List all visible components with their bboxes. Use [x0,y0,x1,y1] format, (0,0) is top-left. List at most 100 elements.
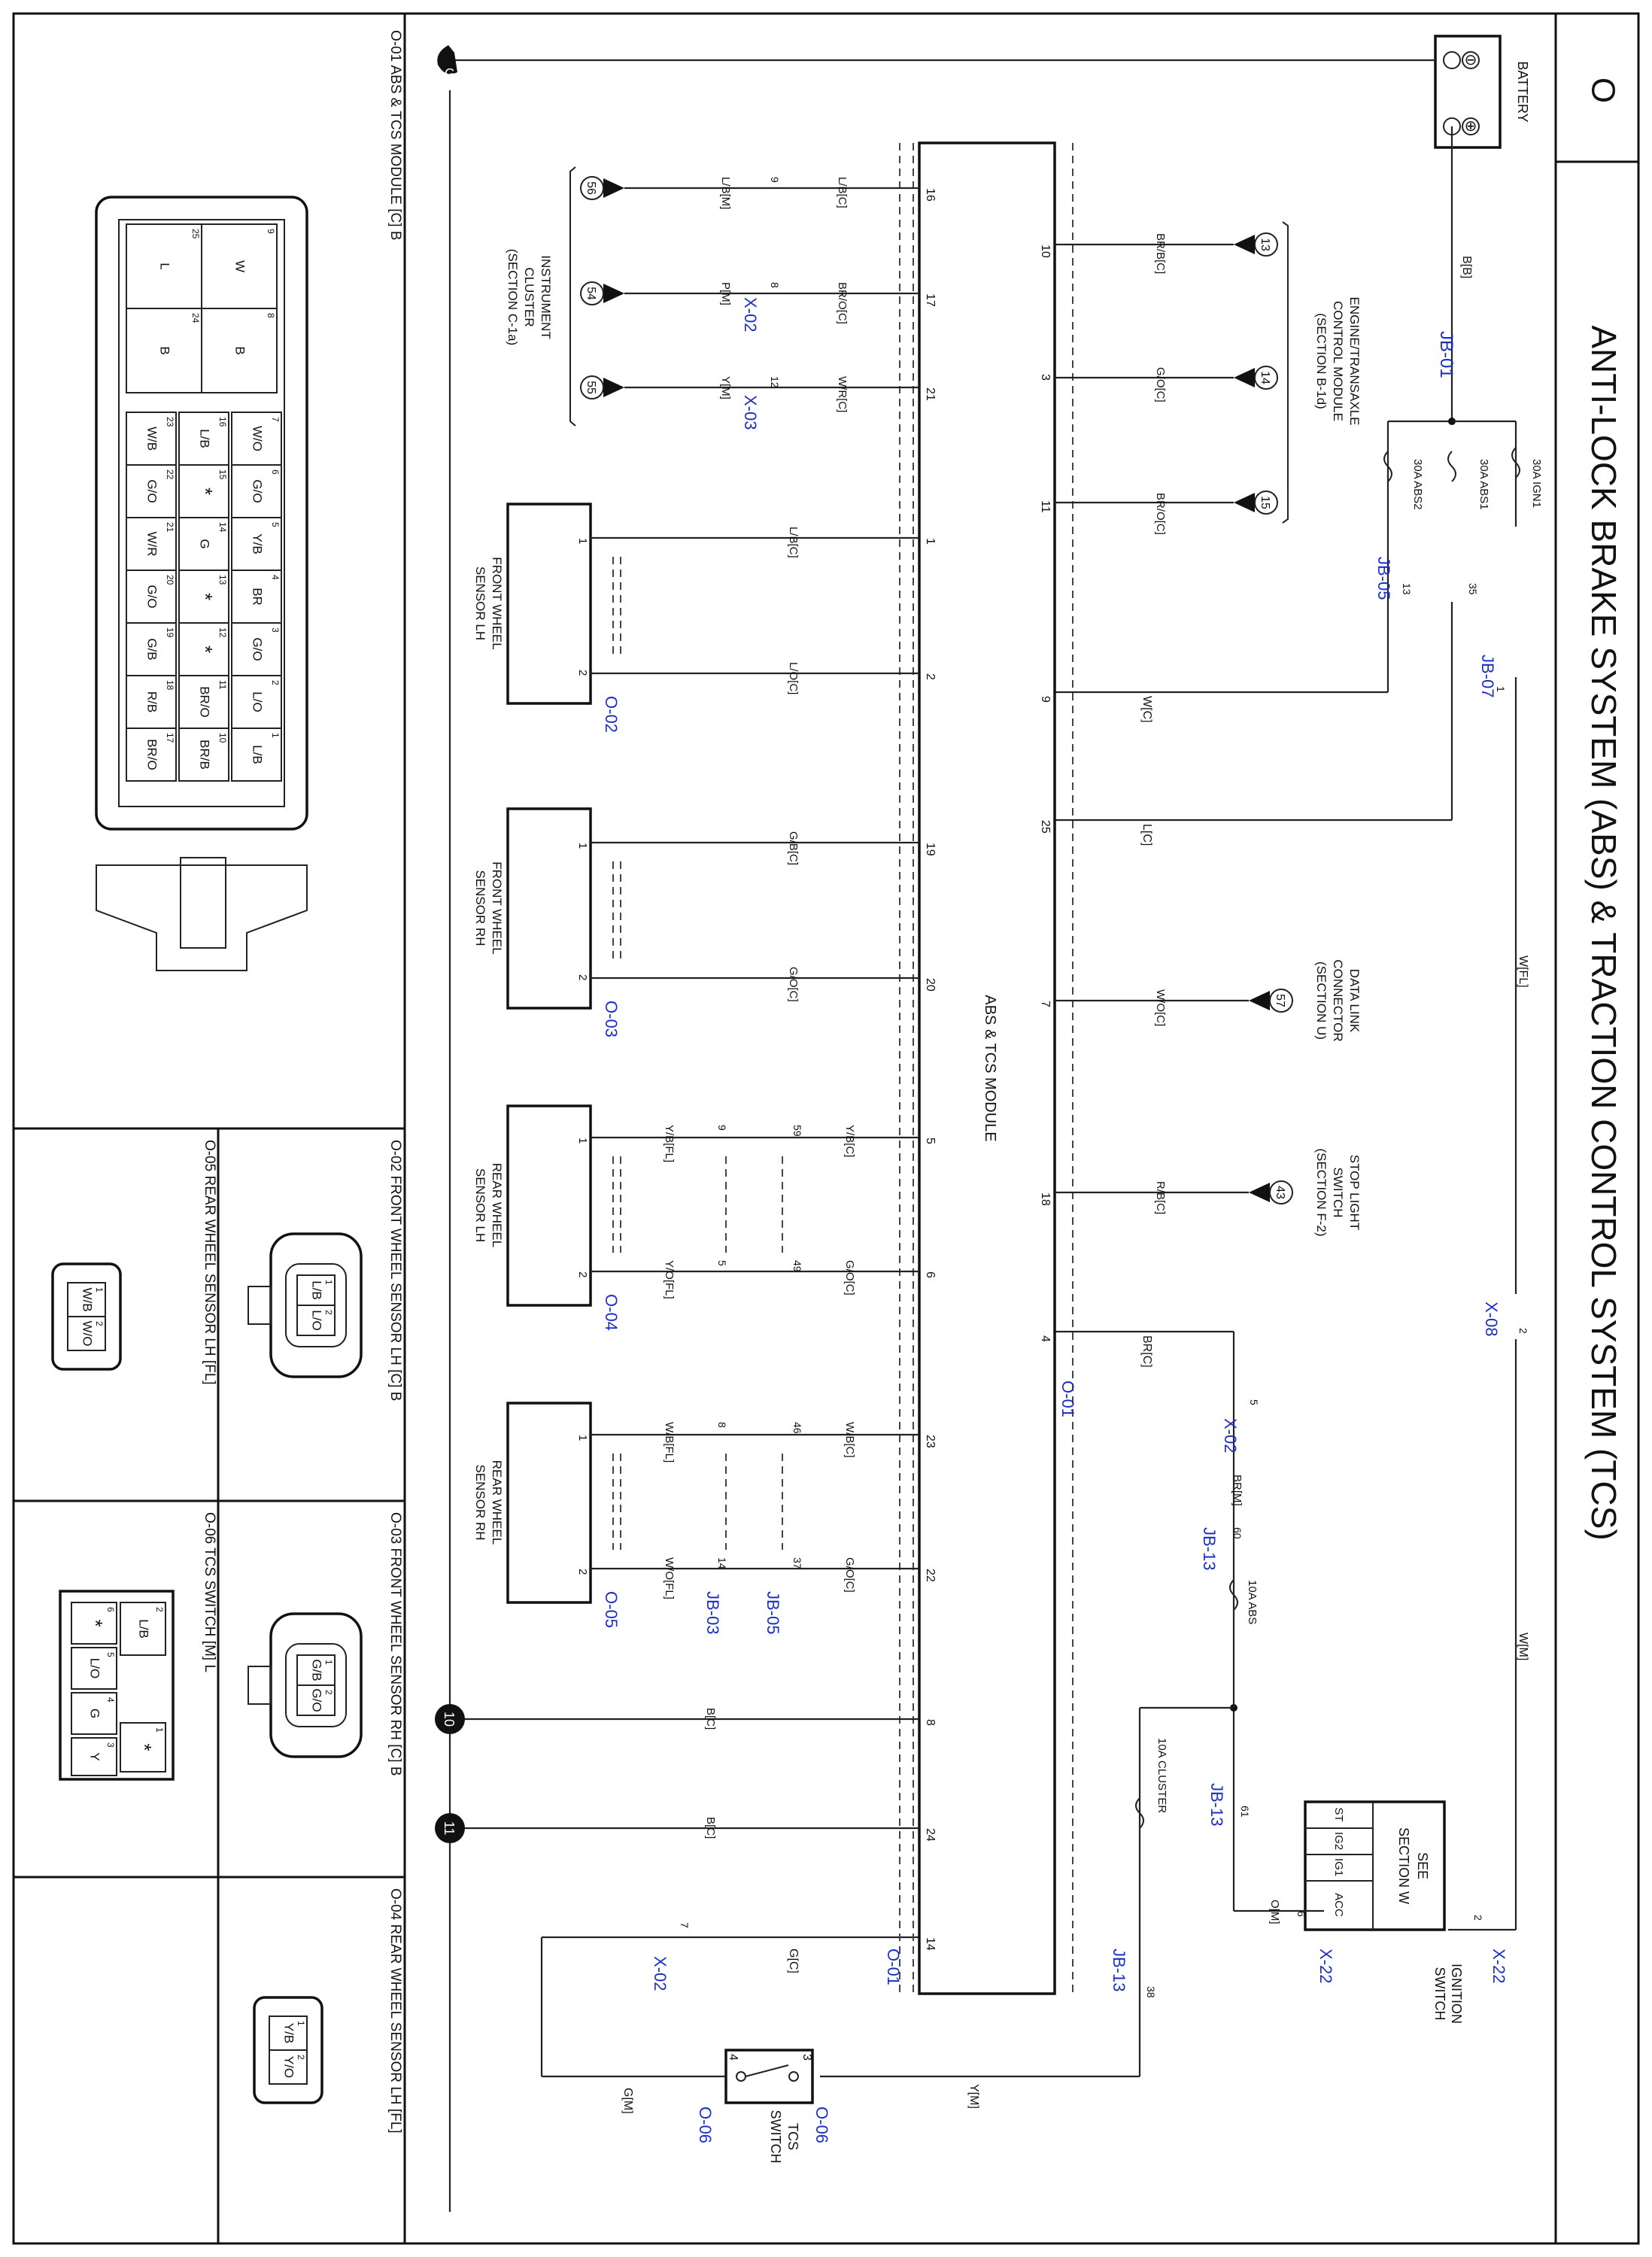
panel-o04-label: O-04 REAR WHEEL SENSOR LH [FL] [387,1888,403,2134]
svg-text:R/B[C]: R/B[C] [1154,1181,1167,1214]
battery-plus-icon: ⊕ [1465,118,1477,135]
fuse-30a-abs2: 30A ABS2 [1411,459,1424,510]
svg-text:12: 12 [769,376,781,388]
abs-tcs-module [918,141,1056,1995]
pin-color: G/O [145,585,159,608]
section-letter: O [1584,77,1621,103]
svg-text:BR/B[C]: BR/B[C] [1154,233,1167,274]
junction-jb-01: JB-01 [1436,331,1456,378]
pin-color: W/R [145,531,159,556]
pin-number: 3 [105,1742,116,1748]
svg-text:FRONT WHEEL: FRONT WHEEL [490,861,504,954]
pin-color: * [194,488,217,495]
svg-text:17: 17 [924,293,937,307]
svg-text:11: 11 [442,1821,457,1836]
junction-x-02a: X-02 [1221,1418,1240,1453]
wire-l-c: L[C] [1140,824,1153,846]
svg-text:SWITCH: SWITCH [1432,1967,1447,2021]
svg-text:B[C]: B[C] [704,1817,717,1839]
pin-number: 19 [165,627,175,638]
module-top-pins: 10 BR/B[C] 3 G/O[C] 11 BR/O[C] 9 25 7 W/… [1039,233,1249,1342]
junction-x-02c: X-02 [741,297,760,332]
svg-text:5: 5 [1248,1399,1260,1405]
pin-color: * [194,646,217,653]
pin-color: B [158,346,172,354]
pin-number: 17 [165,733,175,743]
svg-text:(SECTION B-1d): (SECTION B-1d) [1314,313,1329,409]
svg-text:4: 4 [1039,1335,1052,1342]
pin-color: R/B [145,691,159,712]
rear-wheel-sensor-lh [506,1104,592,1307]
pin-number: 20 [165,575,175,585]
pin-number: 2 [323,1310,334,1315]
svg-text:TCS: TCS [785,2123,800,2150]
svg-text:G/O[C]: G/O[C] [843,1260,856,1296]
pin-color: L/O [88,1658,102,1678]
wire-g-c: G[C] [787,1949,800,1973]
pin-number: 6 [270,469,281,475]
wire-y-m: Y[M] [967,2084,980,2109]
pin-cell-o02_pins-1 [296,1305,336,1336]
wire-b-b: B[B] [1460,256,1473,278]
svg-text:CLUSTER: CLUSTER [522,267,536,327]
pin-number: 7 [270,417,281,422]
pin-color: L/B [310,1280,324,1300]
wire-w-c: W[C] [1140,696,1153,723]
junction-jb-05: JB-05 [1374,557,1393,600]
svg-text:2: 2 [576,670,589,676]
svg-text:L/B[M]: L/B[M] [719,177,732,209]
junction-jb-13a: JB-13 [1200,1527,1219,1570]
svg-text:STOP LIGHT: STOP LIGHT [1347,1155,1362,1230]
pin-color: G [88,1709,102,1718]
svg-text:14: 14 [716,1557,728,1569]
svg-text:(SECTION C-1a): (SECTION C-1a) [506,249,520,345]
junction-jb-13c: JB-13 [1110,1949,1128,1991]
ground-10-icon [435,1704,465,1734]
svg-text:2: 2 [576,1569,589,1575]
pin-color: BR/O [145,739,159,770]
pin-cell-o06-5 [71,1737,117,1776]
svg-text:57: 57 [1274,994,1286,1007]
pin-color: L/O [251,691,265,712]
svg-text:Y[M]: Y[M] [719,376,732,399]
svg-text:SWITCH: SWITCH [768,2110,783,2164]
pin-color: L [158,263,172,269]
wire-br-c: BR[C] [1140,1335,1153,1368]
svg-text:4: 4 [727,2054,739,2061]
pin-number: 2 [296,2055,306,2060]
pin-number: 25 [190,229,201,239]
pin-number: 13 [217,575,228,585]
pin-cell-o06-0 [120,1602,166,1656]
svg-text:G/O[C]: G/O[C] [787,967,800,1002]
svg-text:IG1: IG1 [1332,1858,1345,1876]
module-bottom-pins: 16 L/B[C] L/B[M] 9 17 BR/O[C] P[M] 8 21 … [624,177,937,430]
pin-number: 1 [154,1727,165,1733]
front-wheel-sensor-lh [506,503,592,705]
pin-number: 8 [266,313,276,318]
svg-text:5: 5 [716,1260,728,1266]
junction-jb-05b: JB-05 [764,1591,782,1634]
pin-cell-o01-row3-6 [126,728,177,782]
svg-text:35: 35 [1467,583,1479,595]
svg-text:3: 3 [1039,374,1052,381]
pin-color: L/O [310,1310,324,1330]
svg-text:6: 6 [924,1271,937,1278]
wire-w-fl: W[FL] [1517,955,1529,988]
pin-color: G/O [310,1688,324,1712]
svg-text:SECTION W: SECTION W [1396,1827,1411,1904]
svg-text:8: 8 [769,282,781,288]
svg-text:1: 1 [576,538,589,544]
pin-color: L/B [251,745,265,764]
fuse-30a-abs1: 30A ABS1 [1477,459,1490,510]
pin-cell-o06-2 [71,1602,117,1645]
connector-panels: O-01 ABS & TCS MODULE [C] B O-02 FRONT W… [14,30,405,2243]
svg-text:W/R[C]: W/R[C] [836,376,849,412]
junction-o-03: O-03 [602,1001,621,1037]
front-wheel-sensor-rh [506,807,592,1010]
svg-text:46: 46 [791,1422,803,1434]
svg-text:G/O[C]: G/O[C] [843,1557,856,1593]
svg-text:10: 10 [1039,245,1052,258]
svg-text:B[C]: B[C] [704,1708,717,1730]
junction-o-06a: O-06 [812,2107,831,2143]
wire-o-m: O[M] [1268,1900,1281,1924]
